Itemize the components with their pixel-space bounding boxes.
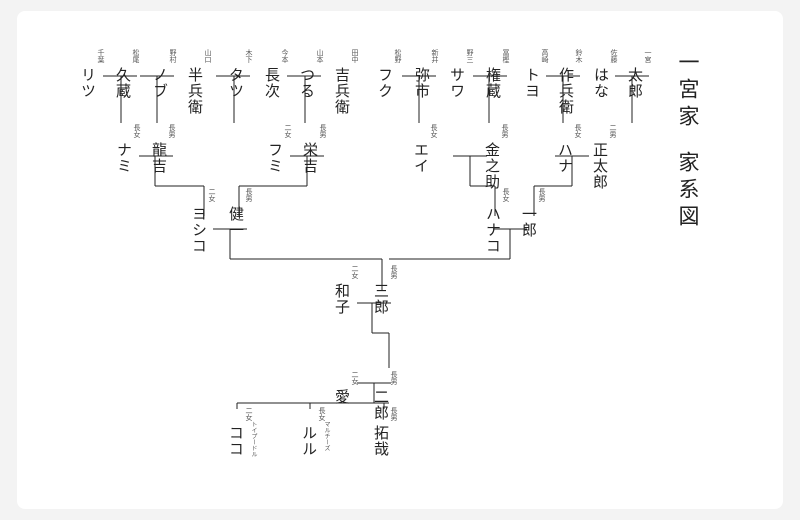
person-name: トヨ <box>523 67 541 99</box>
person-name: 作兵衛 <box>557 67 575 115</box>
person-note: 一宮 <box>644 49 652 63</box>
person-name: 龍吉 <box>150 142 168 174</box>
person-name: 三郎 <box>372 283 390 315</box>
person-ruby: マルチーズ <box>323 421 330 451</box>
person-name: 弥市 <box>413 67 431 99</box>
person-name: 愛 <box>333 389 351 405</box>
person-note: 長女 <box>133 124 141 138</box>
person-name: つる <box>298 67 316 99</box>
person-note: 松尾 <box>132 49 140 63</box>
person-name: ナミ <box>115 142 133 174</box>
person-note: 長男 <box>319 124 327 138</box>
person-name: フク <box>376 67 394 99</box>
person-name: 権蔵 <box>484 67 502 99</box>
family-title: 一宮家 <box>676 51 700 132</box>
person-note: 長男 <box>168 124 176 138</box>
person-name: 久蔵 <box>114 67 132 99</box>
person-name: ハナコ <box>484 206 502 254</box>
person-note: 長男 <box>390 265 398 279</box>
person-name: 太郎 <box>626 67 644 99</box>
person-name: リツ <box>79 67 97 99</box>
person-note: 長男 <box>390 407 398 421</box>
person-note: 野三 <box>466 49 474 63</box>
person-note: 田中 <box>351 49 359 63</box>
person-note: 長男 <box>245 188 253 202</box>
person-note: 長男 <box>538 188 546 202</box>
person-name: はな <box>592 67 610 99</box>
person-name: フミ <box>266 142 284 174</box>
person-name: ココ <box>227 425 245 457</box>
person-note: 二男 <box>609 124 617 138</box>
person-note: 千葉 <box>97 49 105 63</box>
person-name: 栄吉 <box>301 142 319 174</box>
person-note: 長女 <box>318 407 326 421</box>
person-note: 二女 <box>351 265 359 279</box>
person-note: 山口 <box>204 49 212 63</box>
person-note: 今本 <box>281 49 289 63</box>
person-note: 冨樫 <box>502 49 510 63</box>
person-note: 長男 <box>390 371 398 385</box>
person-note: 長女 <box>502 188 510 202</box>
person-note: 高崎 <box>541 49 549 63</box>
person-note: 木下 <box>245 49 253 63</box>
person-note: 山本 <box>316 49 324 63</box>
person-note: 佐藤 <box>610 49 618 63</box>
person-ruby: トイプードル <box>250 421 257 457</box>
person-note: 長女 <box>430 124 438 138</box>
person-note: 松野 <box>394 49 402 63</box>
person-note: 二女 <box>351 371 359 385</box>
person-note: 野村 <box>169 49 177 63</box>
person-name: エイ <box>412 142 430 174</box>
person-name: サワ <box>448 67 466 99</box>
person-name: 金之助 <box>483 142 501 190</box>
person-name: 健一 <box>227 206 245 238</box>
person-name: ノブ <box>151 67 169 99</box>
person-name: タツ <box>227 67 245 99</box>
person-name: 二郎 <box>372 389 390 421</box>
person-name: 半兵衛 <box>186 67 204 115</box>
person-note: 長女 <box>574 124 582 138</box>
person-note: 二女 <box>208 188 216 202</box>
person-note: 長男 <box>501 124 509 138</box>
person-name: 一郎 <box>520 206 538 238</box>
person-name: 和子 <box>333 283 351 315</box>
person-name: 吉兵衛 <box>333 67 351 115</box>
chart-title: 家系図 <box>676 151 700 232</box>
person-name: 長次 <box>263 67 281 99</box>
person-name: 正太郎 <box>591 142 609 190</box>
person-name: 拓哉 <box>372 425 390 457</box>
tree-lines <box>103 75 649 409</box>
person-name: ヨシコ <box>190 206 208 254</box>
person-note: 二女 <box>284 124 292 138</box>
person-name: ルル <box>300 425 318 457</box>
family-tree-card: 一宮家 家系図 一宮太郎佐藤はな鈴木作兵衛高崎トヨ冨樫権蔵野三サワ新井弥市松野フ… <box>17 11 783 509</box>
person-note: 新井 <box>431 49 439 63</box>
person-name: ハナ <box>556 142 574 174</box>
person-note: 鈴木 <box>575 49 583 63</box>
person-note: 二女 <box>245 407 253 421</box>
